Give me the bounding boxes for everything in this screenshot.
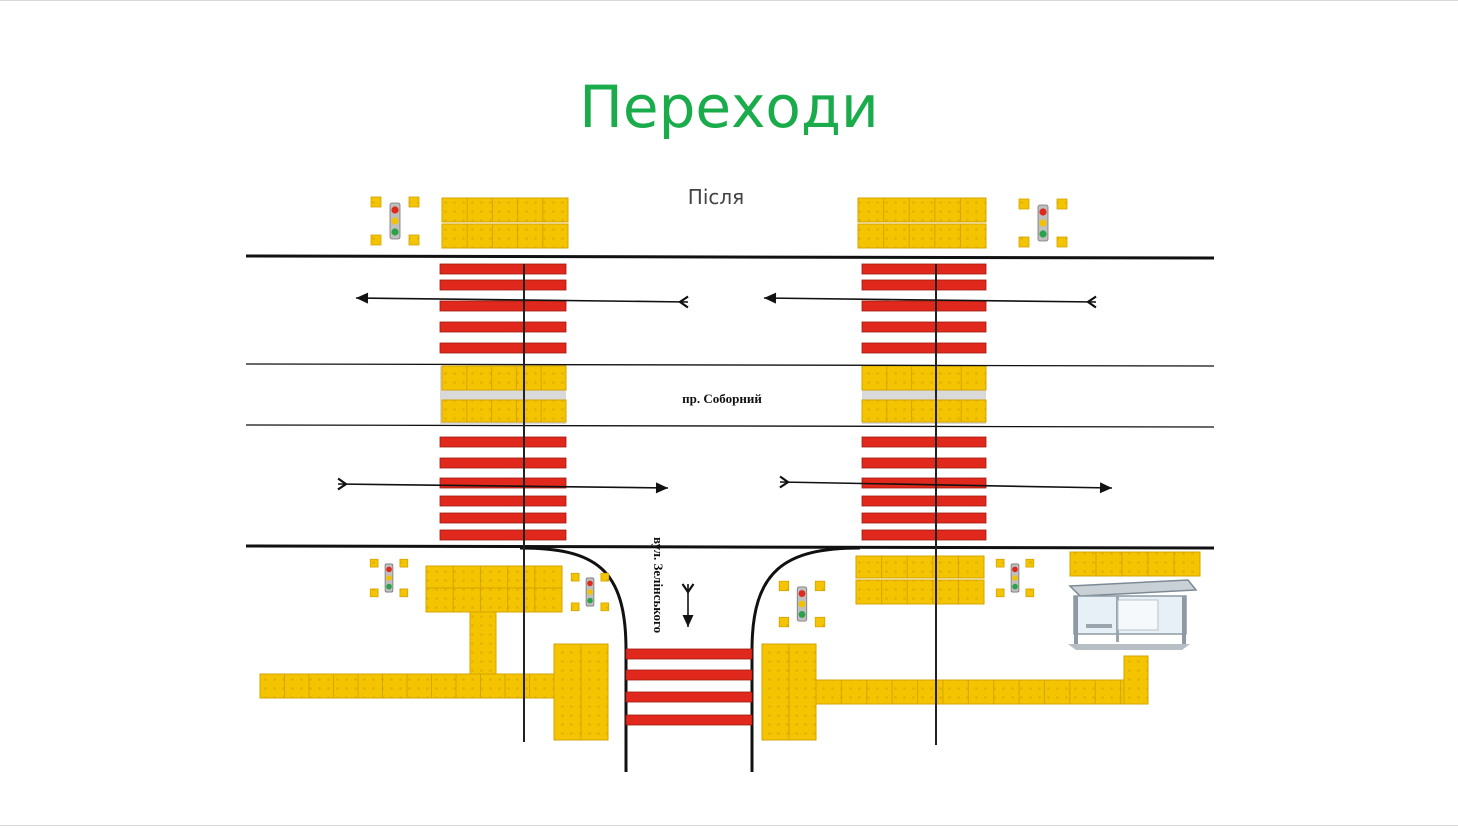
side-street-label: вул. Зелінського	[651, 537, 666, 633]
crosswalk	[439, 263, 567, 354]
direction-arrow-icon	[779, 475, 1113, 494]
top-border	[0, 0, 1458, 1]
crosswalk-stripe	[861, 342, 987, 354]
traffic-light-icon	[1018, 198, 1068, 248]
crosswalk-stripe	[439, 321, 567, 333]
traffic-light-icon	[995, 558, 1035, 598]
crosswalk-stripe	[439, 300, 567, 312]
road-edge-line	[245, 254, 1215, 260]
crosswalk-stripe	[861, 263, 987, 275]
tactile-tile	[855, 555, 985, 579]
tactile-tile	[425, 587, 563, 613]
direction-arrow-icon	[355, 292, 689, 309]
crosswalk-stripe	[861, 457, 987, 469]
crosswalk-stripe	[439, 512, 567, 524]
crosswalk-stripe	[439, 279, 567, 291]
curb-corner-right	[750, 546, 861, 772]
tactile-tile	[815, 679, 1147, 705]
tactile-tile	[857, 223, 987, 249]
slide-title: Переходи	[579, 73, 879, 141]
bottom-border	[0, 825, 1458, 826]
tactile-paving	[259, 197, 1201, 741]
tactile-tile	[761, 643, 817, 741]
traffic-light-icon	[570, 572, 610, 612]
crosswalk-stripe	[861, 477, 987, 489]
direction-arrow-icon	[763, 292, 1097, 309]
tactile-tile	[1069, 551, 1201, 577]
tactile-tile	[861, 365, 987, 391]
tactile-tile	[855, 579, 985, 605]
tactile-tile	[425, 565, 563, 589]
crosswalk-stripe	[439, 477, 567, 489]
curb-corner-left	[519, 546, 628, 772]
crosswalk-stripe	[625, 648, 753, 660]
crosswalk-stripe	[439, 457, 567, 469]
direction-arrow-icon	[337, 477, 669, 494]
traffic-light-icon	[369, 558, 409, 598]
crosswalk	[439, 436, 567, 541]
tactile-tile	[1123, 655, 1149, 705]
crosswalk	[861, 436, 987, 541]
crosswalk-stripe	[439, 495, 567, 507]
crosswalk-stripe	[439, 342, 567, 354]
crosswalk-stripe	[439, 529, 567, 541]
tactile-tile	[441, 223, 569, 249]
road-edge-line	[245, 544, 1215, 550]
crosswalk-stripe	[625, 691, 753, 703]
tactile-tile	[861, 399, 987, 423]
tactile-tile	[469, 611, 497, 675]
crosswalk-stripe	[625, 714, 753, 726]
crosswalk-stripe	[861, 529, 987, 541]
crosswalk	[861, 263, 987, 354]
tactile-tile	[441, 197, 569, 223]
crosswalks	[439, 263, 987, 726]
crosswalk-stripe	[861, 512, 987, 524]
direction-arrow-icon	[681, 583, 695, 627]
bus-stop-shelter-icon	[1068, 579, 1198, 650]
crosswalk	[625, 648, 753, 726]
crosswalk-stripe	[861, 321, 987, 333]
crosswalk-stripe	[861, 279, 987, 291]
road-edge-line	[245, 424, 1215, 428]
traffic-light-icon	[778, 580, 826, 628]
traffic-light-icon	[370, 196, 420, 246]
traffic-lights	[369, 196, 1068, 628]
tactile-tile	[259, 673, 555, 699]
main-street-label: пр. Соборний	[682, 391, 762, 406]
slide-subtitle: Після	[687, 185, 745, 209]
crosswalk-stripe	[861, 436, 987, 448]
crosswalk-stripe	[861, 300, 987, 312]
tactile-tile	[857, 197, 987, 223]
crosswalk-stripe	[625, 669, 753, 681]
road-edges	[245, 254, 1215, 772]
crosswalk-stripe	[439, 263, 567, 275]
pedestrian-paths	[523, 264, 937, 745]
crosswalk-stripe	[439, 436, 567, 448]
tactile-tile	[553, 643, 609, 741]
crosswalk-stripe	[861, 495, 987, 507]
road-edge-line	[245, 363, 1215, 367]
tactile-tile	[441, 399, 567, 423]
traffic-arrows	[337, 292, 1113, 627]
tactile-tile	[441, 365, 567, 391]
